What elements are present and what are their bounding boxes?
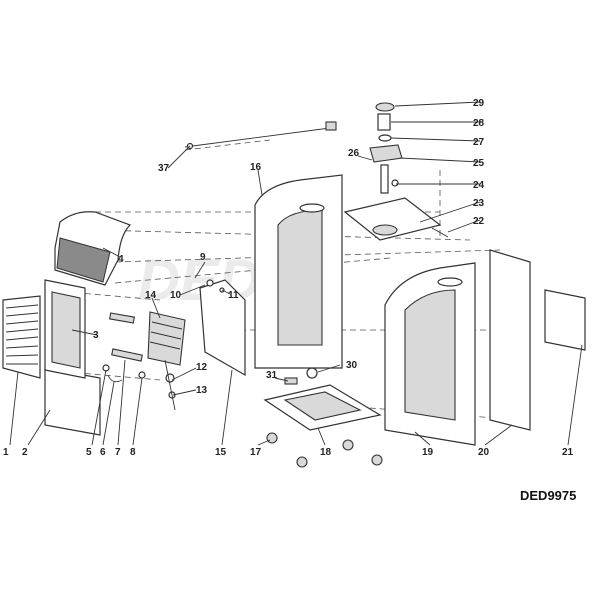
callout-19: 19 [422, 447, 434, 458]
callout-16: 16 [250, 162, 262, 173]
callout-23: 23 [473, 198, 485, 209]
model-code: DED9975 [520, 488, 576, 503]
part-side-bracket [199, 279, 246, 377]
callout-30: 30 [346, 360, 358, 371]
part-right-body-panel [384, 262, 476, 446]
callout-24: 24 [473, 180, 485, 191]
callout-18: 18 [320, 447, 332, 458]
callout-4: 4 [118, 254, 124, 265]
callout-5: 5 [86, 447, 92, 458]
callout-17: 17 [250, 447, 262, 458]
callout-3: 3 [93, 330, 99, 341]
callout-27: 27 [473, 137, 485, 148]
callout-leaders [9, 101, 583, 446]
part-top-cover [54, 211, 132, 286]
callout-31: 31 [266, 370, 278, 381]
callout-26: 26 [348, 148, 360, 159]
callout-15: 15 [215, 447, 227, 458]
callout-14: 14 [145, 290, 157, 301]
callout-22: 22 [473, 216, 485, 227]
callout-11: 11 [228, 290, 239, 301]
callout-labels: 1 2 3 4 5 6 7 8 9 10 11 12 13 14 15 16 1… [3, 98, 574, 458]
part-top-plate [343, 197, 449, 241]
callout-1: 1 [3, 447, 9, 458]
part-left-body-panel [254, 174, 343, 369]
part-rear-cover [489, 249, 531, 431]
callout-37: 37 [158, 163, 170, 174]
part-lower-front-panel [44, 367, 101, 436]
callout-13: 13 [196, 385, 208, 396]
callout-12: 12 [196, 362, 208, 373]
callout-20: 20 [478, 447, 490, 458]
callout-21: 21 [562, 447, 574, 458]
part-valve-assembly [369, 102, 403, 194]
callout-6: 6 [100, 447, 106, 458]
callout-8: 8 [130, 447, 136, 458]
part-regulator-parts [284, 367, 318, 385]
part-ceramic-burner [147, 311, 186, 366]
callout-29: 29 [473, 98, 485, 109]
part-rear-handle [544, 289, 586, 351]
callout-10: 10 [170, 290, 182, 301]
callout-25: 25 [473, 158, 485, 169]
callout-9: 9 [200, 252, 206, 263]
part-thermocouple-hose [184, 121, 337, 150]
callout-28: 28 [473, 118, 485, 129]
part-base-plate [263, 384, 382, 431]
callout-7: 7 [115, 447, 121, 458]
part-front-grille [2, 295, 41, 379]
part-front-frame [44, 279, 86, 379]
callout-2: 2 [22, 447, 28, 458]
